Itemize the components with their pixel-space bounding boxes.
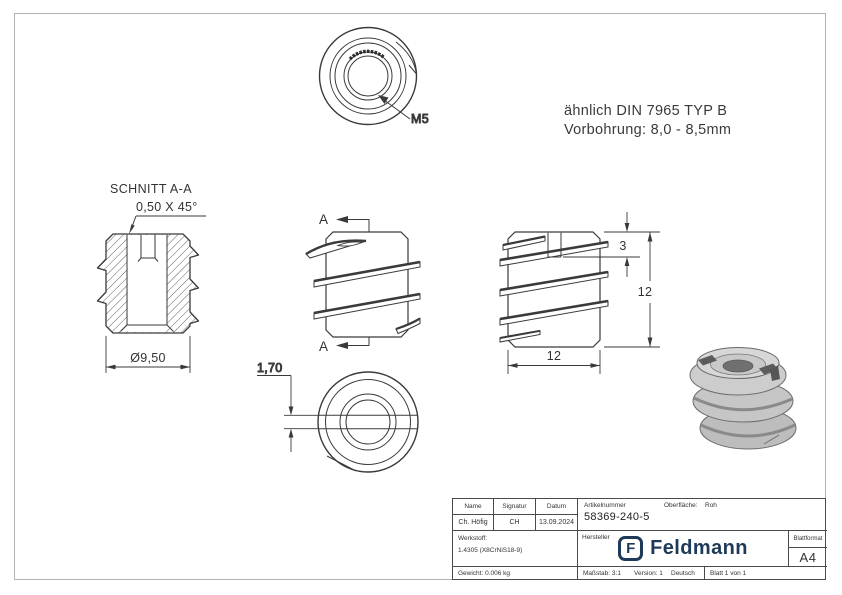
section-title: SCHNITT A-A <box>110 182 192 196</box>
feldmann-logo-icon: F <box>618 536 644 561</box>
sheet-value: Blatt 1 von 1 <box>710 570 747 577</box>
top-view: M5 <box>318 26 429 127</box>
feldmann-logo-text: Feldmann <box>650 537 748 559</box>
signature-value: CH <box>494 515 536 531</box>
outer-diameter-dim: Ø9,50 <box>130 351 166 365</box>
version-value: Version: 1 <box>634 570 663 577</box>
m5-leader-arrow <box>378 95 389 104</box>
article-number-label: Artikelnummer <box>584 502 626 509</box>
thread-dim-label: M5 <box>411 112 429 126</box>
note-pilot-hole: Vorbohrung: 8,0 - 8,5mm <box>564 122 732 138</box>
note-similar-din: ähnlich DIN 7965 TYP B <box>564 103 728 119</box>
chamfer-dim: 0,50 X 45° <box>136 200 198 214</box>
footer-row: Maßstab: 3:1 Version: 1 Deutsch Blatt 1 … <box>578 567 827 580</box>
chamfer-leader-arrow <box>129 224 135 234</box>
iso-slot-right <box>759 363 778 375</box>
bottom-view: 1,70 <box>257 361 419 473</box>
height-dim: 12 <box>638 285 653 299</box>
footer-separator <box>704 567 705 580</box>
manufacturer-label: Hersteller <box>582 534 610 541</box>
width-dim: 12 <box>547 349 562 363</box>
language-value: Deutsch <box>671 570 695 577</box>
iso-slot-front <box>770 365 780 381</box>
feldmann-logo: F Feldmann <box>578 531 788 566</box>
side-view: 3 12 12 <box>499 212 660 374</box>
sheet-format-label: Blattformat <box>789 531 827 548</box>
note-block: ähnlich DIN 7965 TYP B Vorbohrung: 8,0 -… <box>564 102 731 140</box>
iso-view <box>689 347 797 450</box>
iso-slot-left <box>698 355 717 366</box>
section-marker-top: A <box>319 212 328 227</box>
article-number-value: 58369-240-5 <box>584 511 650 523</box>
front-view: A A <box>305 212 421 354</box>
sheet-format-value: A4 <box>789 548 827 567</box>
section-arrow-top <box>336 216 348 223</box>
signature-header: Signatur <box>494 499 536 515</box>
date-value: 13.09.2024 <box>536 515 578 531</box>
date-header: Datum <box>536 499 578 515</box>
material-value: 1.4305 (X8CrNiS18-9) <box>458 547 523 554</box>
section-view: Ø9,50 <box>96 215 206 373</box>
slot-depth-dim: 3 <box>619 239 626 253</box>
sheet-border <box>14 13 826 580</box>
section-arrow-bottom <box>336 342 348 349</box>
name-value: Ch. Höfig <box>453 515 494 531</box>
weight-cell: Gewicht: 0.006 kg <box>453 567 578 580</box>
material-cell: Werkstoff: 1.4305 (X8CrNiS18-9) <box>453 531 578 567</box>
weight-value: Gewicht: 0.006 kg <box>458 570 511 577</box>
title-block: Name Signatur Datum Ch. Höfig CH 13.09.2… <box>452 498 827 580</box>
material-label: Werkstoff: <box>458 535 488 542</box>
manufacturer-cell: Hersteller F Feldmann <box>578 531 789 567</box>
slot-width-dim: 1,70 <box>257 361 283 375</box>
name-header: Name <box>453 499 494 515</box>
surface-label: Oberfläche: <box>664 502 698 509</box>
surface-value: Roh <box>705 502 717 509</box>
article-cell: Artikelnummer 58369-240-5 Oberfläche: Ro… <box>578 499 827 531</box>
section-marker-bottom: A <box>319 339 328 354</box>
embossed-text-arc <box>348 49 386 61</box>
scale-value: Maßstab: 3:1 <box>583 570 621 577</box>
